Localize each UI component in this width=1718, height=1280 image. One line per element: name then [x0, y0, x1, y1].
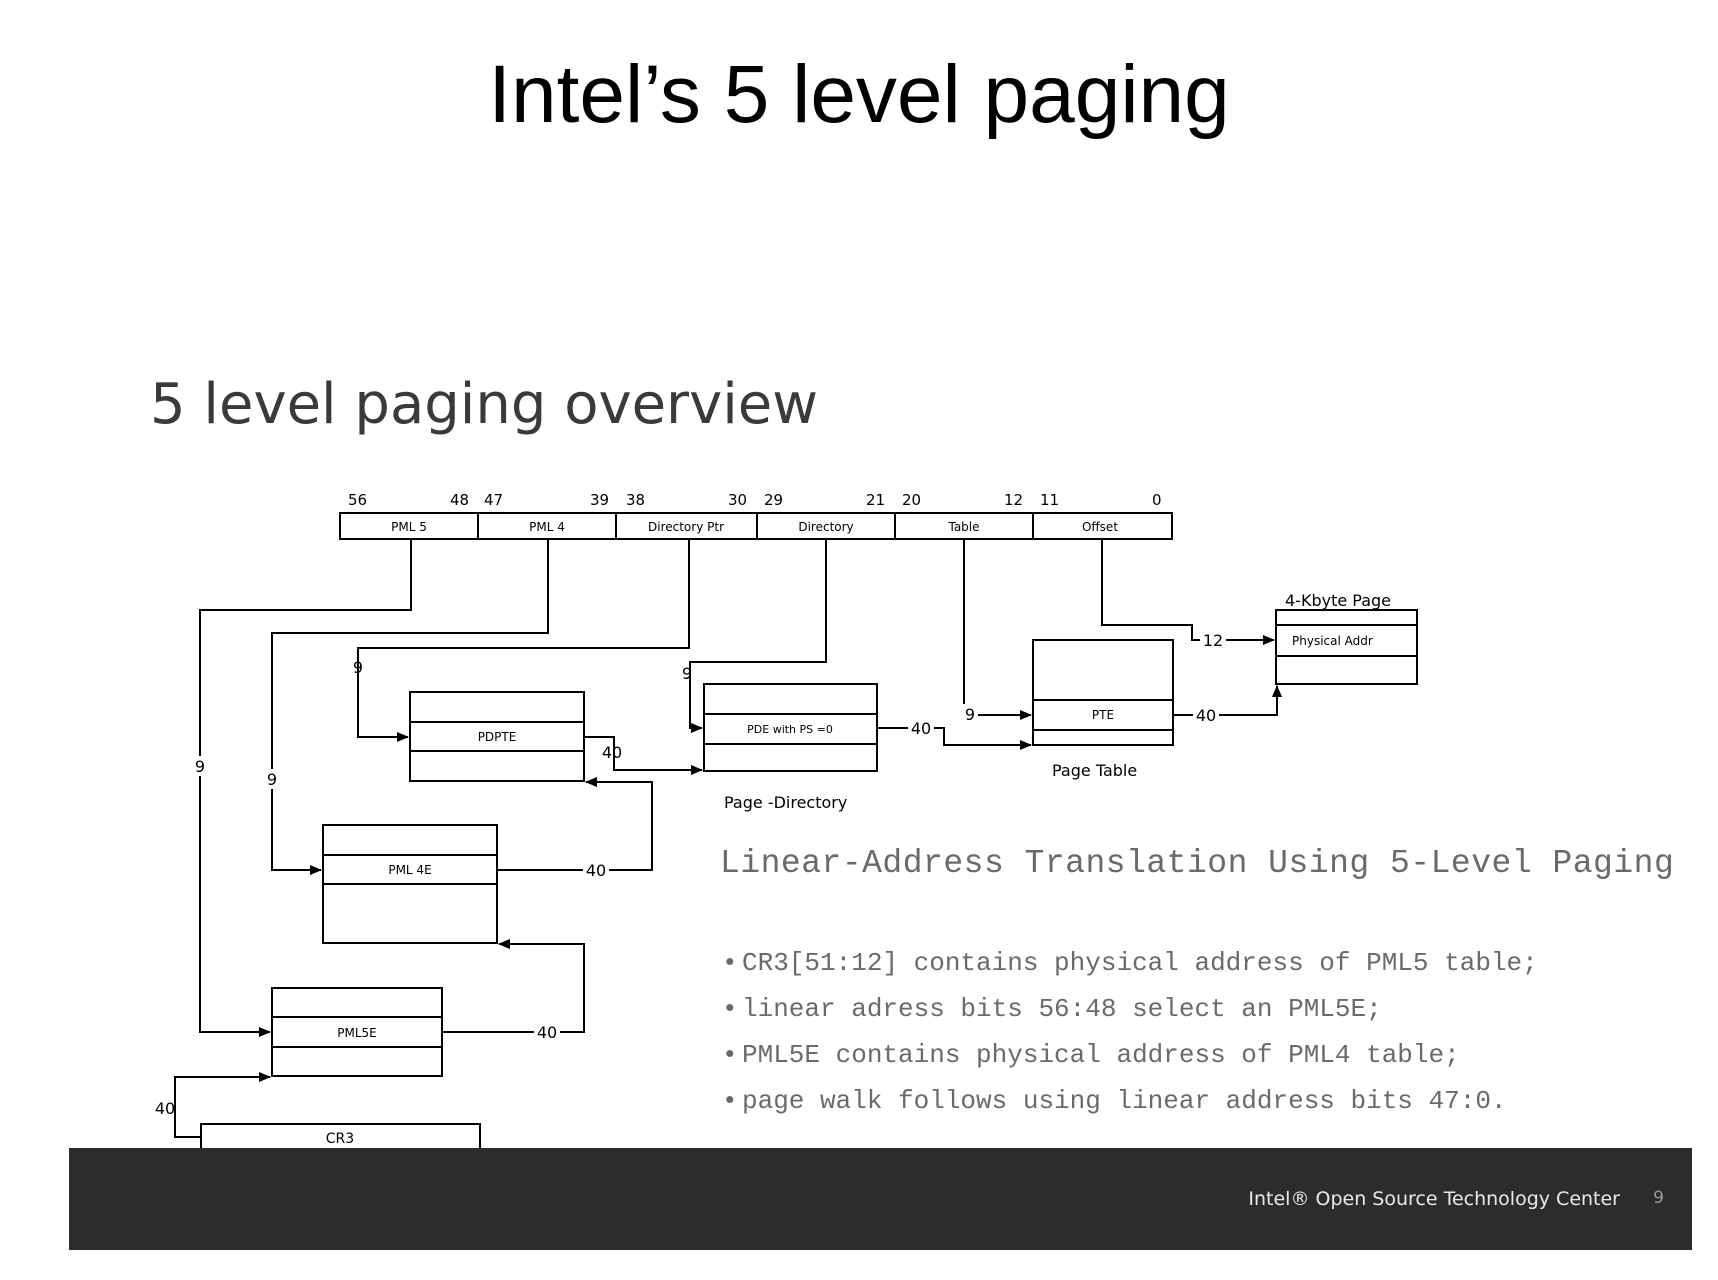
bit-29: 29	[764, 491, 783, 509]
pml5e-entry: PML5E	[337, 1026, 377, 1040]
pml5-table: PML5E	[271, 987, 443, 1077]
pml4e-pointer-width: 40	[586, 861, 606, 880]
page-number: 9	[1653, 1188, 1664, 1208]
bullet-dot: •	[722, 1040, 738, 1070]
pdpt-table: PDPTE	[409, 691, 585, 782]
page-table: PTE Page Table	[1032, 639, 1174, 780]
pml4-table: PML 4E	[322, 824, 498, 944]
bullet-item: •page walk follows using linear address …	[722, 1078, 1538, 1124]
pml5e-pointer-width: 40	[537, 1023, 557, 1042]
pte-entry: PTE	[1092, 708, 1114, 722]
bit-38: 38	[626, 491, 645, 509]
bullet-text: PML5E contains physical address of PML4 …	[742, 1040, 1460, 1070]
slide-subtitle: 5 level paging overview	[150, 372, 819, 437]
cr3-register: CR3	[200, 1123, 481, 1148]
slide-title: Intel’s 5 level paging	[488, 49, 1230, 140]
bullet-item: •linear adress bits 56:48 select an PML5…	[722, 986, 1538, 1032]
bullet-list: •CR3[51:12] contains physical address of…	[722, 940, 1538, 1124]
pt-index-width: 9	[965, 705, 975, 724]
pml5-index-width: 9	[195, 757, 205, 776]
footer-label: Intel® Open Source Technology Center	[1248, 1188, 1620, 1210]
pdpt-index-width: 9	[353, 658, 363, 677]
bullet-text: page walk follows using linear address b…	[742, 1086, 1507, 1116]
field-label-pml5: PML 5	[391, 520, 427, 534]
bit-47: 47	[484, 491, 503, 509]
offset-width: 12	[1203, 631, 1223, 650]
pdpte-entry: PDPTE	[478, 730, 517, 744]
width-labels: 9 9 9 9 9 12 40 40 40 40 40 40	[155, 630, 1226, 1118]
pml4e-entry: PML 4E	[388, 863, 431, 877]
paging-diagram: PML 5 PML 4 Directory Ptr Directory Tabl…	[155, 491, 1418, 1148]
cr3-label: CR3	[326, 1131, 354, 1147]
pml4-index-width: 9	[267, 770, 277, 789]
field-label-directory-ptr: Directory Ptr	[648, 520, 724, 534]
field-label-table: Table	[947, 520, 979, 534]
footer-bar: Intel® Open Source Technology Center 9	[69, 1148, 1692, 1250]
bit-30: 30	[728, 491, 747, 509]
bit-39: 39	[590, 491, 609, 509]
bit-20: 20	[902, 491, 921, 509]
bullet-dot: •	[722, 1086, 738, 1116]
linear-address-register: PML 5 PML 4 Directory Ptr Directory Tabl…	[339, 491, 1173, 540]
bullet-item: •CR3[51:12] contains physical address of…	[722, 940, 1538, 986]
four-kbyte-page: Physical Addr 4-Kbyte Page	[1275, 591, 1418, 685]
four-kbyte-page-caption: 4-Kbyte Page	[1285, 591, 1391, 610]
field-label-offset: Offset	[1082, 520, 1118, 534]
page-table-caption: Page Table	[1052, 761, 1137, 780]
bullet-dot: •	[722, 948, 738, 978]
bit-12: 12	[1004, 491, 1023, 509]
cr3-pointer-width: 40	[155, 1099, 175, 1118]
pdpte-pointer-width: 40	[602, 743, 622, 762]
bullet-text: linear adress bits 56:48 select an PML5E…	[742, 994, 1382, 1024]
pde-pointer-width: 40	[911, 719, 931, 738]
bullet-text: CR3[51:12] contains physical address of …	[742, 948, 1538, 978]
field-label-directory: Directory	[798, 520, 853, 534]
field-label-pml4: PML 4	[529, 520, 565, 534]
pde-entry: PDE with PS =0	[747, 723, 833, 736]
pte-pointer-width: 40	[1196, 706, 1216, 725]
bit-48: 48	[450, 491, 469, 509]
page-directory-table: PDE with PS =0 Page -Directory	[703, 683, 878, 812]
bit-56: 56	[348, 491, 367, 509]
pd-index-width: 9	[682, 664, 692, 683]
bit-21: 21	[866, 491, 885, 509]
page-directory-caption: Page -Directory	[724, 793, 847, 812]
bit-11: 11	[1040, 491, 1059, 509]
bullet-item: •PML5E contains physical address of PML4…	[722, 1032, 1538, 1078]
physical-addr-entry: Physical Addr	[1292, 634, 1373, 648]
bullet-dot: •	[722, 994, 738, 1024]
diagram-caption: Linear-Address Translation Using 5-Level…	[720, 845, 1675, 882]
bit-0: 0	[1152, 491, 1162, 509]
